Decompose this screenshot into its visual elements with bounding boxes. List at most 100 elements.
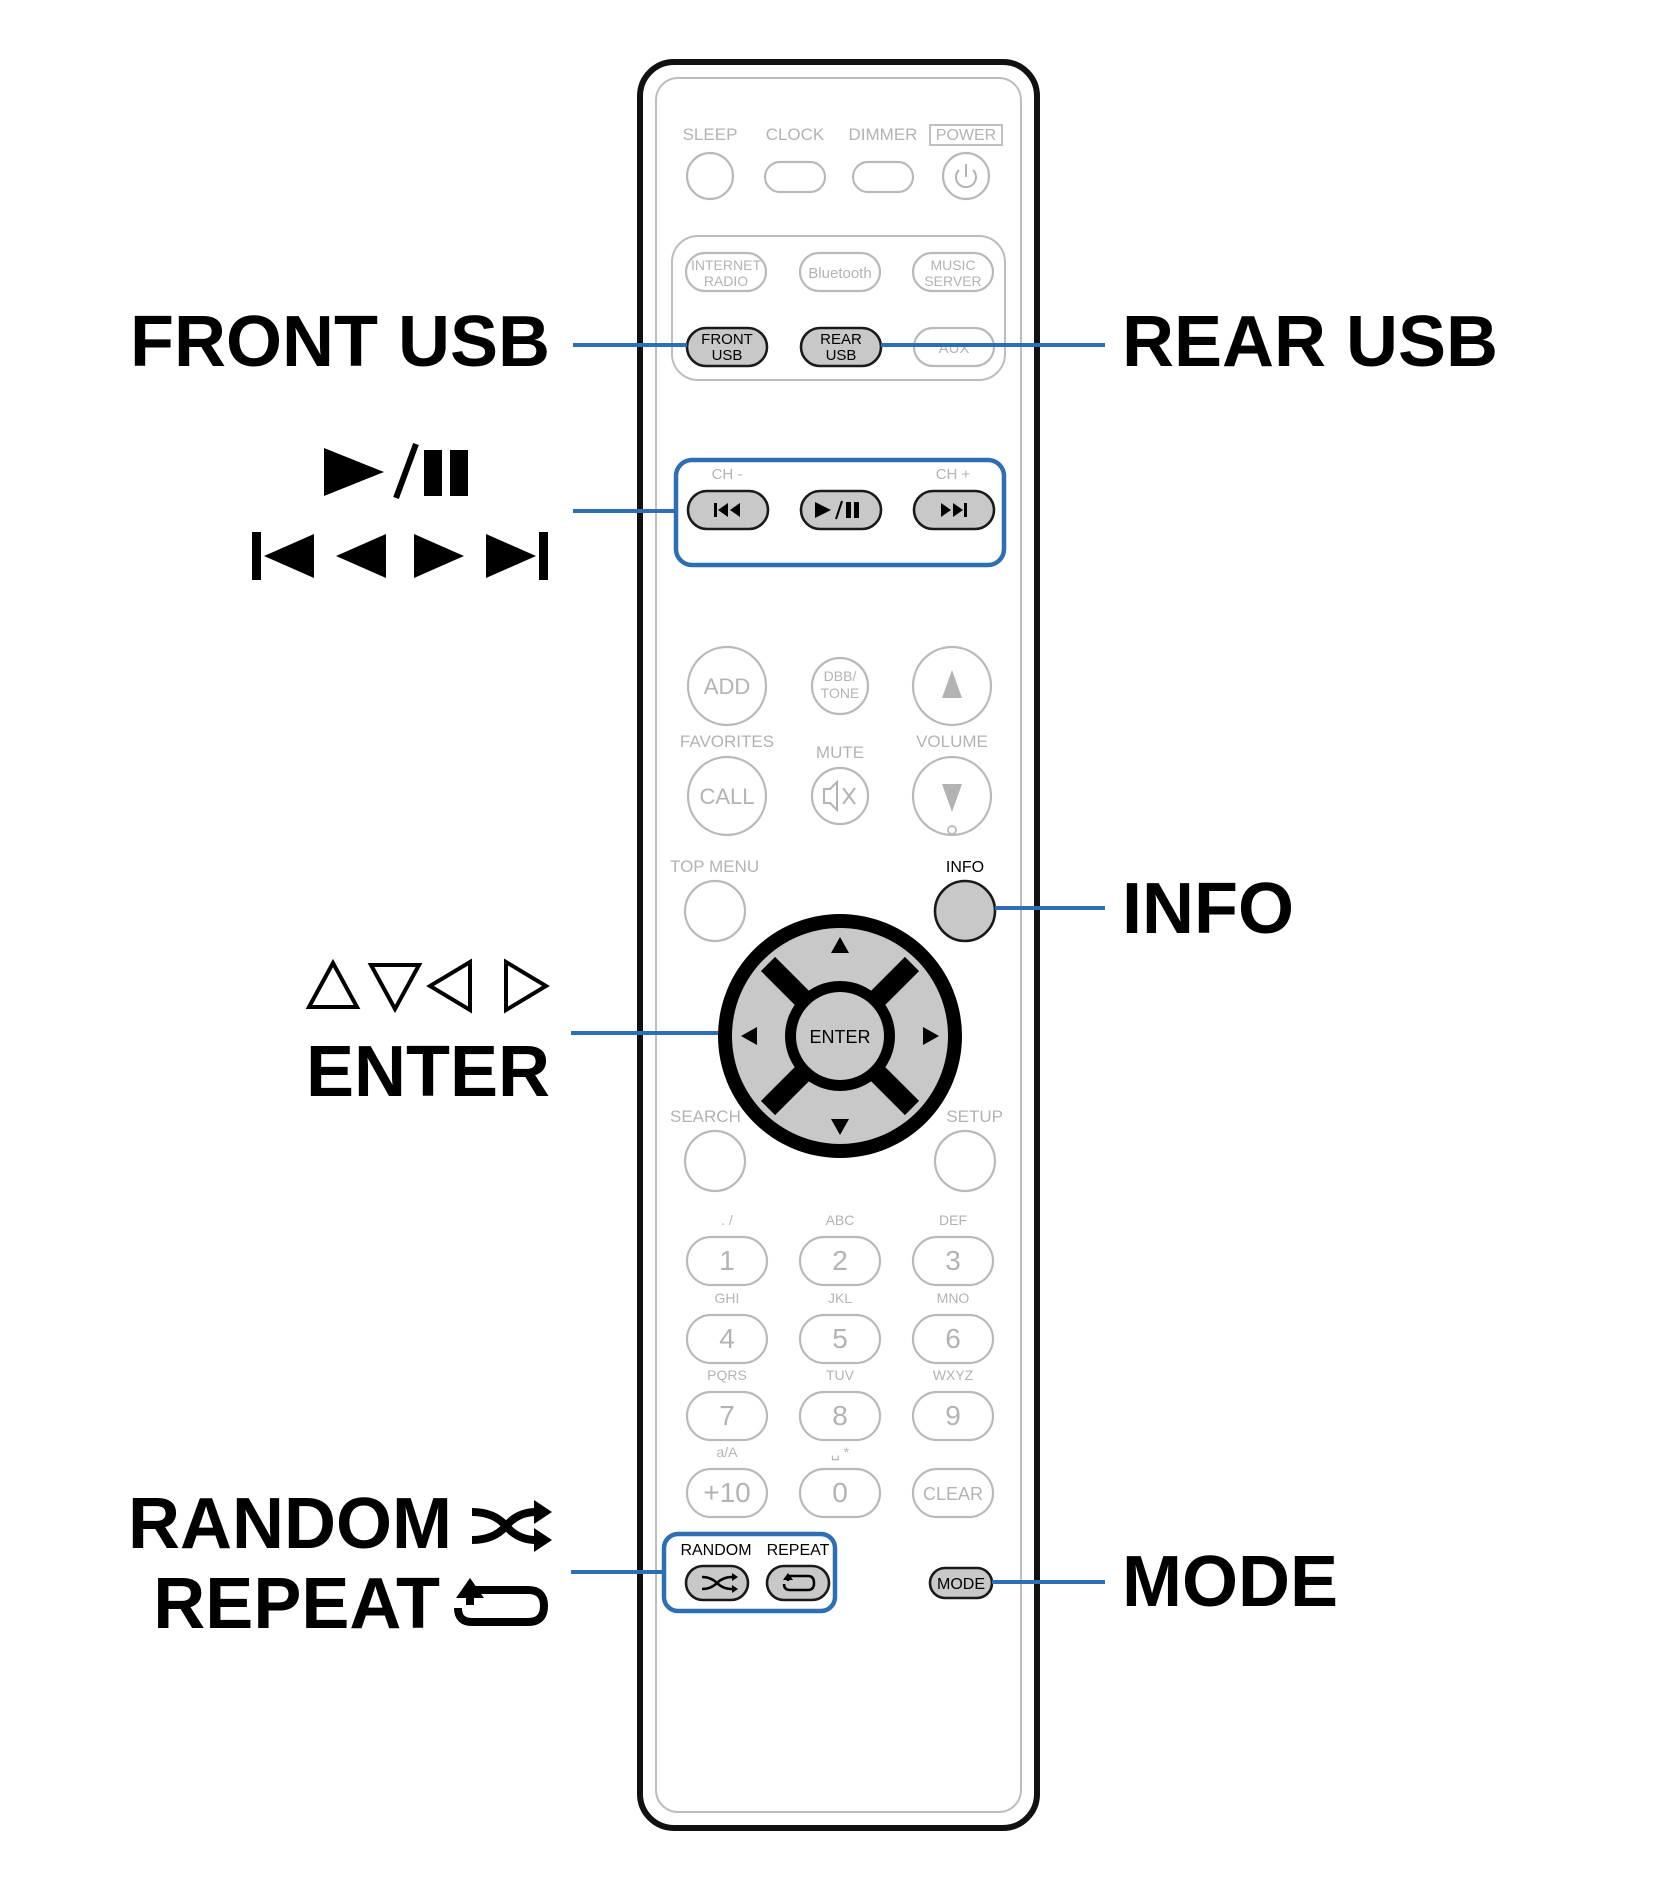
repeat-button[interactable] (765, 1564, 831, 1602)
down-arrow-icon (831, 1119, 849, 1135)
dbb-tone-label-1: DBB/ (824, 668, 857, 684)
info-label: INFO (946, 859, 984, 876)
key-2[interactable]: ABC 2 (798, 1212, 882, 1287)
key-8-letters: TUV (826, 1367, 855, 1383)
callout-labels: FRONT USB REAR USB INFO ENTER RANDOM (128, 302, 1498, 1644)
call-label: CALL (699, 784, 754, 809)
key-1-digit: 1 (719, 1245, 735, 1276)
mute-icon (823, 779, 856, 813)
key-9-digit: 9 (945, 1400, 961, 1431)
internet-radio-label-1: INTERNET (691, 257, 761, 273)
key-4-digit: 4 (719, 1323, 735, 1354)
key-6[interactable]: MNO 6 (911, 1290, 995, 1365)
key-8-button[interactable] (798, 1390, 882, 1442)
key-1-letters: . / (721, 1212, 733, 1228)
skip-back-icon (714, 503, 740, 517)
key-7[interactable]: PQRS 7 (685, 1367, 769, 1442)
volume-down-dot (947, 825, 957, 835)
music-server-label-2: SERVER (924, 273, 981, 289)
up-arrow-icon (831, 937, 849, 953)
key-6-digit: 6 (945, 1323, 961, 1354)
mute-button[interactable] (810, 766, 870, 826)
sleep-button[interactable] (685, 151, 735, 201)
dimmer-button[interactable] (851, 160, 915, 194)
key-5[interactable]: JKL 5 (798, 1290, 882, 1365)
sleep-label: SLEEP (683, 125, 738, 144)
mid-cluster: ADD DBB/ TONE FAVORITES MUTE VOLUME CALL… (670, 645, 997, 943)
source-panel: INTERNET RADIO Bluetooth MUSIC SERVER FR… (671, 235, 1006, 381)
zero-caption: ␣ * (831, 1444, 850, 1461)
key-2-button[interactable] (798, 1235, 882, 1287)
search-button[interactable] (683, 1129, 747, 1193)
add-button[interactable] (686, 645, 768, 727)
dbb-tone-label-2: TONE (821, 685, 860, 701)
info-button[interactable] (933, 879, 997, 943)
setup-label: SETUP (946, 1107, 1003, 1126)
key-4-button[interactable] (685, 1313, 769, 1365)
directional-pad[interactable]: ENTER (718, 914, 962, 1158)
internet-radio-button[interactable] (684, 251, 768, 293)
search-setup-row: SEARCH SETUP (670, 1107, 1003, 1193)
volume-up-icon (942, 670, 962, 698)
key-9-button[interactable] (911, 1390, 995, 1442)
dbb-tone-button[interactable] (810, 656, 870, 716)
random-callout: RANDOM (128, 1484, 452, 1564)
ch-minus-label: CH - (712, 466, 743, 483)
left-arrow-icon (741, 1027, 757, 1045)
bottom-row: RANDOM REPEAT MODE (661, 1531, 994, 1614)
key-5-digit: 5 (832, 1323, 848, 1354)
key-4-letters: GHI (715, 1290, 740, 1306)
key-0-button[interactable] (798, 1467, 882, 1519)
volume-down-icon (942, 784, 962, 812)
front-usb-label-1: FRONT (701, 331, 753, 348)
music-server-label-1: MUSIC (930, 257, 975, 273)
key-5-letters: JKL (828, 1290, 852, 1306)
key-3[interactable]: DEF 3 (911, 1212, 995, 1287)
dimmer-label: DIMMER (849, 125, 918, 144)
play-pause-callout-icon (324, 442, 468, 500)
key-3-button[interactable] (911, 1235, 995, 1287)
music-server-button[interactable] (911, 251, 995, 293)
key-9[interactable]: WXYZ 9 (911, 1367, 995, 1442)
clear-button[interactable] (911, 1467, 995, 1519)
rear-usb-callout: REAR USB (1122, 302, 1498, 382)
key-4[interactable]: GHI 4 (685, 1290, 769, 1365)
top-menu-button[interactable] (683, 879, 747, 943)
play-pause-button[interactable] (799, 489, 883, 531)
key-8[interactable]: TUV 8 (798, 1367, 882, 1442)
random-callout-icon (471, 1500, 552, 1552)
plus10-label: +10 (703, 1477, 751, 1508)
mode-label: MODE (937, 1576, 985, 1593)
power-label-box (929, 124, 1003, 146)
repeat-callout-icon (454, 1578, 549, 1626)
favorites-label: FAVORITES (680, 732, 774, 751)
top-row: SLEEP CLOCK DIMMER POWER (683, 124, 1003, 201)
key-5-button[interactable] (798, 1313, 882, 1365)
front-usb-callout: FRONT USB (130, 302, 550, 382)
key-7-letters: PQRS (707, 1367, 747, 1383)
volume-label: VOLUME (916, 732, 988, 751)
bluetooth-button[interactable] (798, 251, 882, 293)
info-callout: INFO (1122, 869, 1294, 949)
key-7-button[interactable] (685, 1390, 769, 1442)
mode-callout: MODE (1122, 1542, 1338, 1622)
aux-label: AUX (939, 340, 970, 357)
cursor-callout-icon (305, 958, 550, 1014)
plus10-button[interactable] (685, 1467, 769, 1519)
call-button[interactable] (686, 755, 768, 837)
power-label: POWER (936, 127, 996, 144)
clock-button[interactable] (763, 160, 827, 194)
key-6-button[interactable] (911, 1313, 995, 1365)
mute-label: MUTE (816, 743, 864, 762)
enter-button[interactable] (796, 992, 884, 1080)
key-1[interactable]: . / 1 (685, 1212, 769, 1287)
ch-plus-label: CH + (936, 466, 971, 483)
setup-button[interactable] (933, 1129, 997, 1193)
key-3-letters: DEF (939, 1212, 967, 1228)
number-keypad: . / 1 ABC 2 DEF 3 GHI 4 JKL 5 MNO 6 (685, 1212, 995, 1519)
rear-usb-label-2: USB (826, 347, 857, 364)
key-1-button[interactable] (685, 1235, 769, 1287)
power-icon (955, 164, 977, 189)
